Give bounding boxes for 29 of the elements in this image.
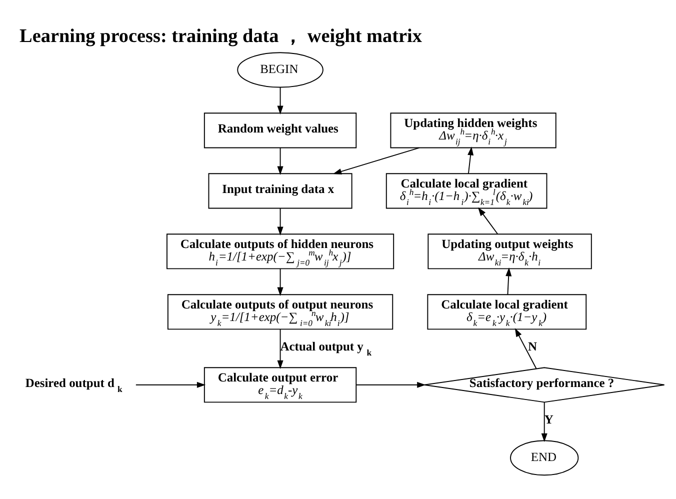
node-box: Calculate outputs of hidden neurons h$_{i}$=1/[1+exp(−∑$_{j=0}$$^{m}$w$_{ij}$$^{h}$x$_{j}$)] xyxy=(166,234,394,270)
diagram-title: Learning process: training data ， weight matrix xyxy=(20,26,422,48)
node-text: Desired output d$_{k}$ xyxy=(25,376,122,394)
node-box: Updating output weights Δw$_{ki}$=η·δ$_{k}$·h$_{i}$ xyxy=(428,234,592,270)
node-box: Updating hidden weights Δw$_{ij}$$^{h}$=η·δ$_{i}$$^{h}$·x$_{j}$ xyxy=(390,112,556,148)
node-box: Calculate outputs of output neurons y$_{k}$=1/[1+exp(−∑$_{i=0}$$^{n}$w$_{ki}$h$_{i}$)] xyxy=(167,294,394,330)
edge-label: N xyxy=(528,340,538,354)
arrow xyxy=(277,268,284,296)
arrow xyxy=(277,87,284,114)
node-ellipse: END xyxy=(510,440,579,476)
arrow xyxy=(468,146,474,174)
arrow xyxy=(514,328,537,369)
node-ellipse: BEGIN xyxy=(237,52,324,88)
arrow xyxy=(541,402,548,442)
node-diamond: Satisfactory performance ? xyxy=(424,367,665,403)
node-box: Calculate local gradient δ$_{k}$=e$_{k}$·y$_{k}$·(1−y$_{k}$) xyxy=(427,294,587,330)
arrow xyxy=(478,207,498,234)
node-box: Calculate output error e$_{k}$=d$_{k}$-y$_{k}$ xyxy=(204,367,357,403)
arrow xyxy=(277,148,284,175)
node-box: Random weight values xyxy=(204,112,357,148)
node-box: Input training data x xyxy=(208,173,352,209)
arrow xyxy=(506,268,512,295)
edge-label: Actual output y$_{k}$ xyxy=(280,340,372,358)
arrow xyxy=(277,208,284,236)
arrow xyxy=(135,382,206,388)
arrow xyxy=(277,328,284,369)
arrow xyxy=(332,147,420,174)
arrow xyxy=(356,382,426,388)
node-box: Calculate local gradient δ$_{i}$$^{h}$=h$_{i}$·(1−h$_{i}$)·∑$_{k=1}$$^{l}$(δ$_{k}$·w$_{ki}$) xyxy=(386,173,548,209)
